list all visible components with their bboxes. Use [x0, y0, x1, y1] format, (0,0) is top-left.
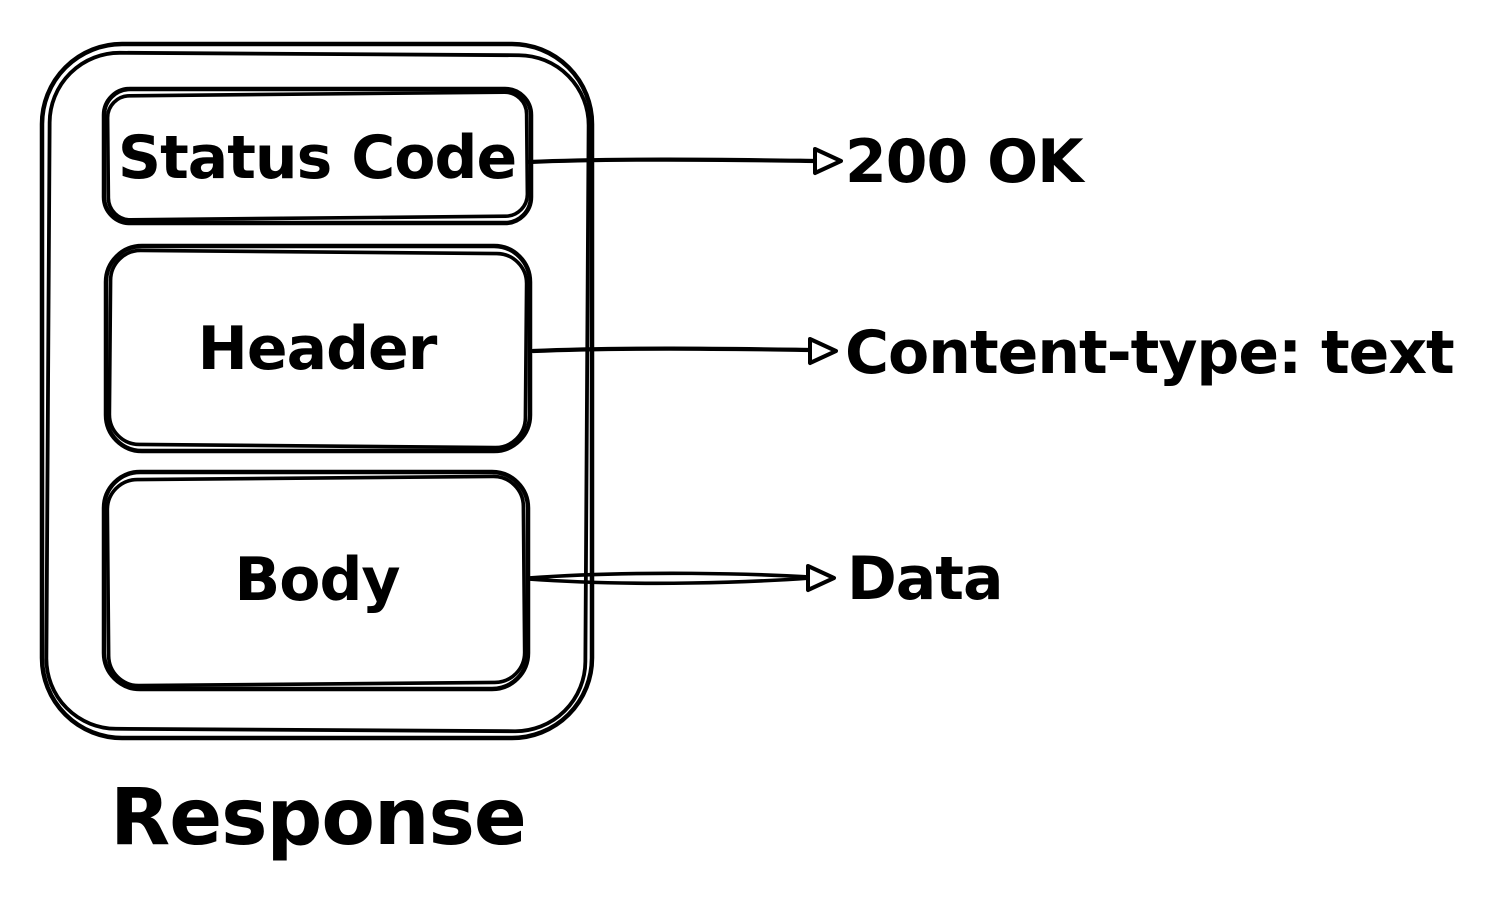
header-box	[103, 243, 533, 454]
response-container-outline	[39, 41, 595, 741]
arrow-header	[530, 337, 838, 365]
response-caption: Response	[110, 773, 527, 863]
arrow-status-code	[526, 147, 843, 175]
header-box-label: Header	[197, 314, 438, 384]
arrowhead-icon	[808, 337, 838, 365]
arrowhead-icon	[813, 147, 843, 175]
status-code-box	[101, 86, 534, 226]
arrow-body	[526, 564, 836, 592]
body-annotation: Data	[847, 544, 1003, 614]
body-box-label: Body	[234, 545, 400, 615]
arrowhead-icon	[806, 564, 836, 592]
status-code-annotation: 200 OK	[845, 127, 1084, 197]
status-code-box-label: Status Code	[117, 123, 517, 193]
header-annotation: Content-type: text	[845, 318, 1455, 388]
